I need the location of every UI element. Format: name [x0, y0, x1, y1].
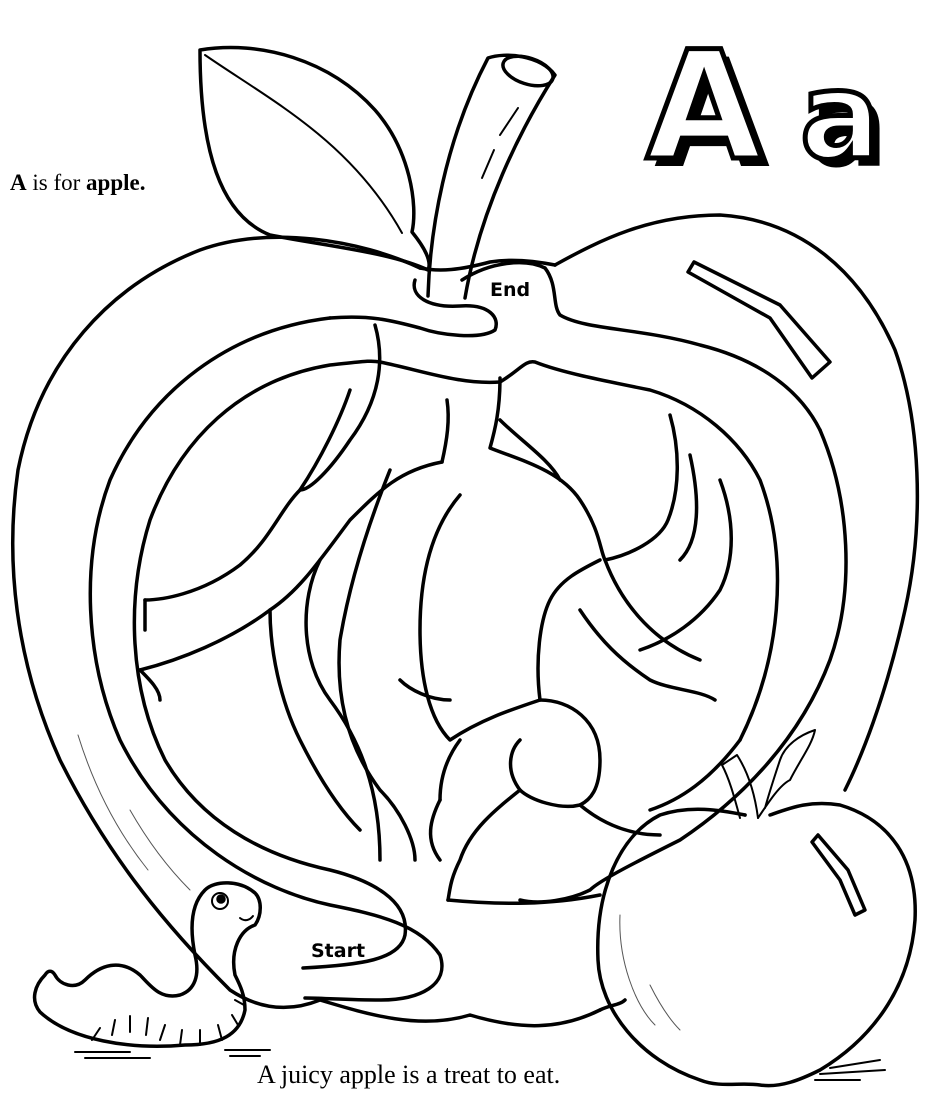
letter-lower-shadow: a: [808, 56, 889, 180]
letter-lower: a: [800, 48, 881, 180]
caption-top-letter: A: [10, 170, 27, 195]
worm: [32, 881, 271, 1059]
maze-end-label: End: [490, 279, 531, 301]
big-apple-stem: [426, 53, 557, 300]
letter-heading: A A a a: [644, 20, 889, 180]
maze-walls: [88, 260, 848, 1002]
big-apple-outline: [10, 213, 920, 1028]
caption-bottom: A juicy apple is a treat to eat.: [257, 1060, 561, 1089]
caption-top-middle: is for: [26, 170, 87, 195]
letter-upper-shadow: A: [654, 28, 770, 180]
letter-upper: A: [646, 20, 762, 180]
big-apple-leaf: [198, 45, 431, 272]
maze-start-label: Start: [311, 940, 366, 962]
small-apple: [596, 729, 917, 1088]
caption-top-word: apple.: [86, 170, 146, 195]
caption-top: A is for apple.: [10, 170, 145, 196]
